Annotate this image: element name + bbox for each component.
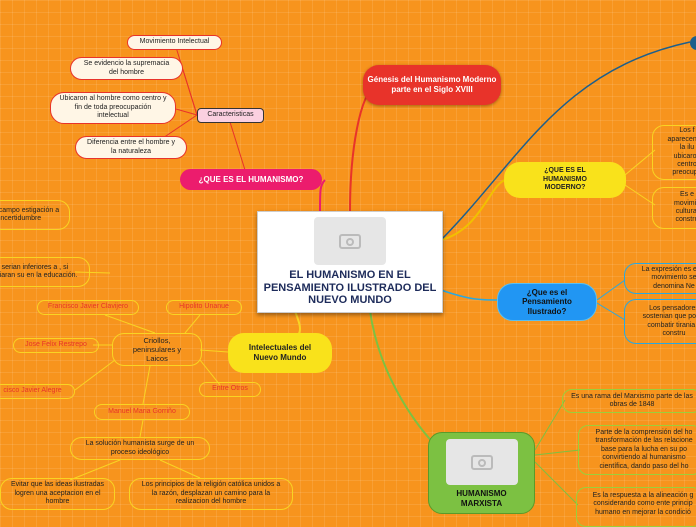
unanue-node[interactable]: Hipolito Unanue <box>166 300 242 315</box>
name-label: Jose Felix Restrepo <box>25 341 87 349</box>
item-label: La expresión es este movimiento se denom… <box>641 265 696 290</box>
humanismo-marxista-topic[interactable]: HUMANISMO MARXISTA <box>428 432 535 514</box>
central-topic[interactable]: EL HUMANISMO EN EL PENSAMIENTO ILUSTRADO… <box>257 211 443 313</box>
ilustrado-item-2[interactable]: Los pensadores sostenian que podia comba… <box>624 299 696 344</box>
item-label: Ubicaron al hombre como centro y fin de … <box>59 95 167 120</box>
que-es-humanismo-label: ¿QUE ES EL HUMANISMO? <box>198 174 304 184</box>
item-label: Es una rama del Marxismo parte de las ob… <box>571 392 693 408</box>
genesis-topic[interactable]: Génesis del Humanismo Moderno parte en e… <box>363 65 501 105</box>
humanismo-moderno-topic[interactable]: ¿QUE ES EL HUMANISMO MODERNO? <box>504 162 626 198</box>
marxista-item-1[interactable]: Es una rama del Marxismo parte de las ob… <box>562 389 696 413</box>
marxista-item-2[interactable]: Parte de la comprensión del ho transform… <box>578 425 696 475</box>
name-label: Francisco Javier Clavijero <box>47 303 129 311</box>
item-label: Se evidencio la supremacia del hombre <box>83 60 170 76</box>
central-title: EL HUMANISMO EN EL PENSAMIENTO ILUSTRADO… <box>263 269 437 307</box>
item-label: Los principios de la religión católica u… <box>141 481 281 506</box>
inferiores-node[interactable]: no serian inferiores a , si cambiaran su… <box>0 257 90 287</box>
entre-otros-node[interactable]: Entre Otros <box>199 382 261 397</box>
diferencia-node[interactable]: Diferencia entre el hombre y la naturale… <box>75 136 187 159</box>
solucion-node[interactable]: La solución humanista surge de un proces… <box>70 437 210 460</box>
restrepo-node[interactable]: Jose Felix Restrepo <box>13 338 99 353</box>
item-label: Los f aparecen de la ilu ubicaron centro… <box>667 127 696 177</box>
camera-icon <box>470 454 493 470</box>
item-label: no serian inferiores a , si cambiaran su… <box>0 263 78 279</box>
name-label: Hipolito Unanue <box>179 303 229 311</box>
alegre-node[interactable]: cisco Javier Alegre <box>0 384 75 399</box>
camera-icon <box>339 233 361 249</box>
item-label: Diferencia entre el hombre y la naturale… <box>87 139 175 155</box>
name-label: Entre Otros <box>212 385 248 393</box>
caracteristicas-label: Caracteristicas <box>207 111 254 119</box>
intelectuales-label: Intelectuales del Nuevo Mundo <box>248 343 312 362</box>
item-label: Parte de la comprensión del ho transform… <box>595 429 693 470</box>
genesis-label: Génesis del Humanismo Moderno parte en e… <box>367 75 497 94</box>
item-label: Es la respuesta a la alineación g consid… <box>592 492 694 516</box>
campo-investigacion-node[interactable]: re un campo estigación a incertidumbre <box>0 200 70 230</box>
moderno-label: ¿QUE ES EL HUMANISMO MODERNO? <box>543 167 587 192</box>
item-label: Los pensadores sostenian que podia comba… <box>642 304 696 337</box>
marxista-item-3[interactable]: Es la respuesta a la alineación g consid… <box>576 487 696 527</box>
criollos-label: Criollos, peninsulares y Laicos <box>132 336 182 363</box>
evitar-node[interactable]: Evitar que las ideas ilustradas logren u… <box>0 478 115 510</box>
centro-fin-node[interactable]: Ubicaron al hombre como centro y fin de … <box>50 92 176 124</box>
caracteristicas-node[interactable]: Caracteristicas <box>197 108 264 123</box>
image-placeholder <box>445 439 518 485</box>
moderno-item-1[interactable]: Los f aparecen de la ilu ubicaron centro… <box>652 125 696 180</box>
offscreen-node[interactable] <box>690 36 696 50</box>
clavijero-node[interactable]: Francisco Javier Clavijero <box>37 300 139 315</box>
gorrino-node[interactable]: Manuel Maria Gorriño <box>94 404 190 420</box>
item-label: Es e movimie cultural constru <box>673 191 696 224</box>
name-label: cisco Javier Alegre <box>3 387 62 395</box>
movimiento-intelectual-node[interactable]: Movimiento Intelectual <box>127 35 222 50</box>
name-label: Manuel Maria Gorriño <box>108 407 176 415</box>
ilustrado-item-1[interactable]: La expresión es este movimiento se denom… <box>624 263 696 294</box>
item-label: re un campo estigación a incertidumbre <box>0 206 60 222</box>
ilustrado-label: ¿Que es el Pensamiento Ilustrado? <box>522 287 572 316</box>
supremacia-node[interactable]: Se evidencio la supremacia del hombre <box>70 57 183 80</box>
marxista-label: HUMANISMO MARXISTA <box>456 489 507 508</box>
item-label: La solución humanista surge de un proces… <box>85 440 195 456</box>
item-label: Evitar que las ideas ilustradas logren u… <box>11 481 104 506</box>
image-placeholder <box>314 217 386 265</box>
intelectuales-topic[interactable]: Intelectuales del Nuevo Mundo <box>228 333 332 373</box>
moderno-item-2[interactable]: Es e movimie cultural constru <box>652 187 696 229</box>
que-es-humanismo-topic[interactable]: ¿QUE ES EL HUMANISMO? <box>180 169 322 190</box>
criollos-node[interactable]: Criollos, peninsulares y Laicos <box>112 333 202 366</box>
pensamiento-ilustrado-topic[interactable]: ¿Que es el Pensamiento Ilustrado? <box>497 283 597 321</box>
principios-node[interactable]: Los principios de la religión católica u… <box>129 478 293 510</box>
item-label: Movimiento Intelectual <box>139 38 210 46</box>
